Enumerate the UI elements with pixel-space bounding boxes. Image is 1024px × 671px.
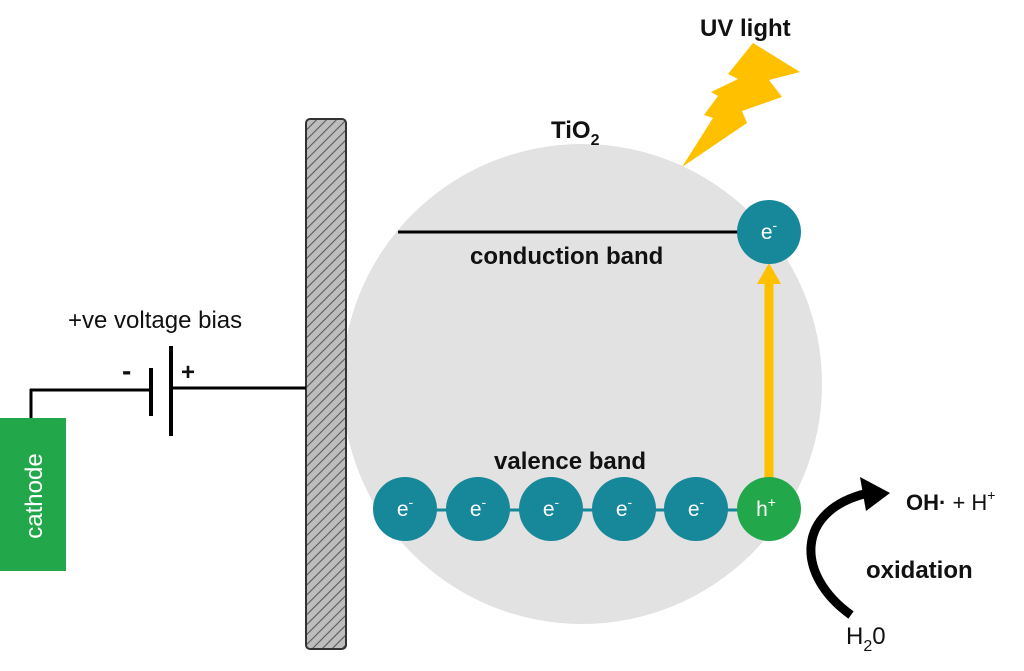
- water-label: H20: [846, 623, 886, 655]
- product-label: OH· + H+: [906, 487, 995, 515]
- voltage-bias-label: +ve voltage bias: [68, 307, 242, 334]
- valence-electron: e-: [519, 477, 583, 541]
- svg-text:e-: e-: [688, 494, 705, 521]
- excited-electron: e-: [737, 200, 801, 264]
- valence-electron: e-: [592, 477, 656, 541]
- svg-text:e-: e-: [543, 494, 560, 521]
- cathode-label: cathode: [21, 453, 48, 538]
- svg-text:h+: h+: [756, 494, 776, 521]
- electrode-plate: [305, 118, 347, 650]
- svg-text:e-: e-: [470, 494, 487, 521]
- svg-text:e-: e-: [616, 494, 633, 521]
- tio2-label: TiO2: [551, 117, 600, 149]
- uv-light-label: UV light: [700, 15, 791, 42]
- oxidation-label: oxidation: [866, 557, 973, 584]
- valence-electron: e-: [446, 477, 510, 541]
- uv-lightning-bolt-icon: [682, 43, 800, 167]
- oxidation-curved-arrow: [806, 488, 870, 619]
- valence-electron: e-: [664, 477, 728, 541]
- excitation-arrowhead: [757, 263, 781, 284]
- valence-electron: e-: [373, 477, 437, 541]
- svg-text:e-: e-: [397, 494, 414, 521]
- svg-text:e-: e-: [761, 217, 778, 244]
- battery-minus-sign: -: [122, 355, 131, 386]
- valence-band-label: valence band: [494, 448, 646, 475]
- oxidation-arrowhead: [860, 477, 890, 511]
- cathode-block: [0, 418, 66, 571]
- hole-particle: h+: [737, 477, 801, 541]
- battery-plus-sign: +: [181, 359, 195, 386]
- conduction-band-label: conduction band: [470, 243, 663, 270]
